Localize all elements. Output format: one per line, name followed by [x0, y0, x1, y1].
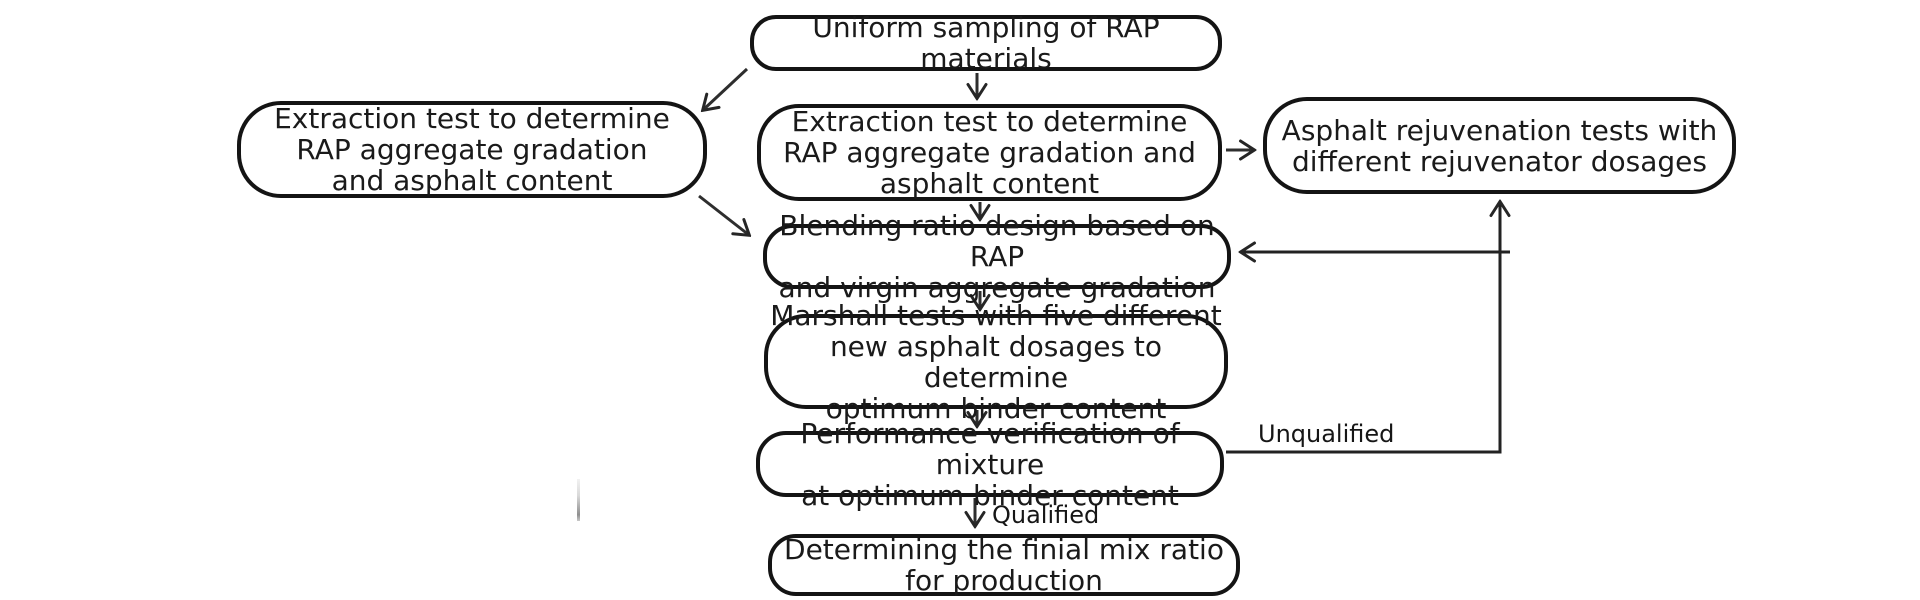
node-final-mix-ratio: Determining the finial mix ratio for pro… — [768, 534, 1240, 596]
node-asphalt-rejuvenation-tests: Asphalt rejuvenation tests with differen… — [1263, 97, 1736, 194]
arrow-extraction-left-to-blending — [698, 194, 749, 235]
node-extraction-test-left: Extraction test to determine RAP aggrega… — [237, 101, 707, 198]
node-blending-ratio-design: Blending ratio design based on RAP and v… — [763, 210, 1231, 303]
arrow-uniform-to-extraction-left — [703, 67, 749, 110]
node-extraction-test-mid: Extraction test to determine RAP aggrega… — [757, 104, 1222, 201]
node-uniform-sampling: Uniform sampling of RAP materials — [750, 12, 1222, 74]
edge-label-unqualified: Unqualified — [1258, 420, 1395, 448]
edge-label-qualified: Qualified — [992, 501, 1100, 529]
arrow-unqualified-loop-to-rejuvenation — [1226, 202, 1500, 454]
node-marshall-tests: Marshall tests with five different new a… — [764, 300, 1228, 424]
node-performance-verification: Performance verification of mixture at o… — [756, 418, 1224, 511]
scan-artifact-line — [577, 479, 580, 521]
